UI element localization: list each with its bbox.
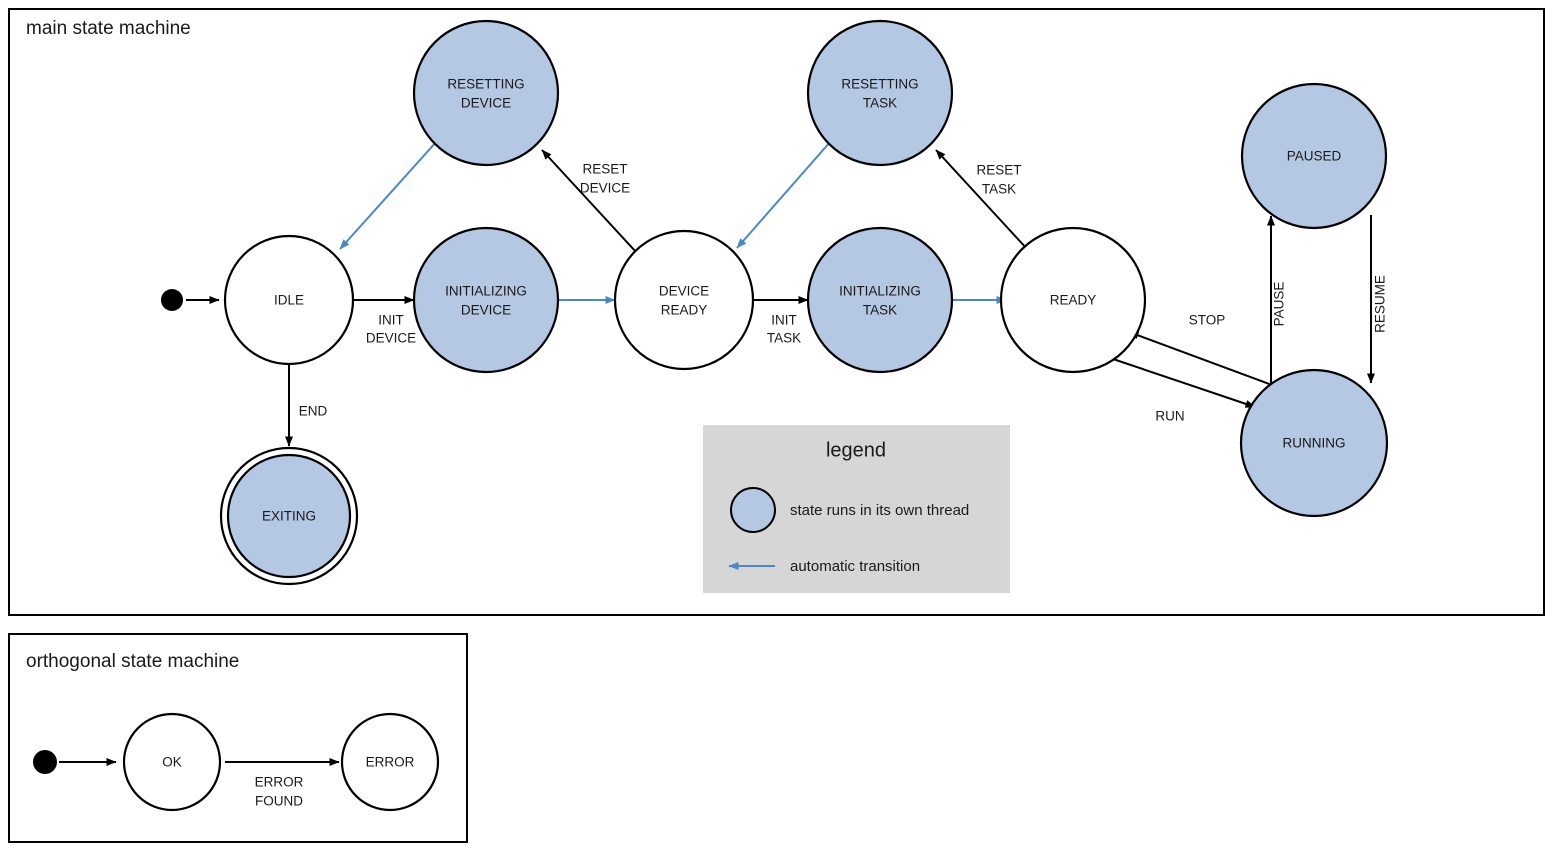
transition-idle-exiting: END: [285, 364, 328, 447]
state-exiting-outer-ring: [219, 446, 359, 586]
state-ready[interactable]: READY: [999, 226, 1147, 374]
transition-running-paused: PAUSE: [1267, 215, 1287, 383]
state-running[interactable]: RUNNING: [1239, 368, 1389, 518]
transition-label-error-found-2: FOUND: [255, 794, 303, 809]
state-device-ready-label-1: DEVICE: [659, 284, 709, 299]
state-resetting-task[interactable]: RESETTING TASK: [806, 19, 954, 167]
state-exiting-circle[interactable]: [226, 453, 352, 579]
state-paused[interactable]: PAUSED: [1240, 82, 1388, 230]
orthogonal-frame-title: orthogonal state machine: [26, 651, 239, 672]
state-resetting-task-circle[interactable]: [806, 19, 954, 167]
transition-idle-initializing-device: INIT DEVICE: [353, 296, 416, 346]
state-resetting-device-label-1: RESETTING: [447, 77, 524, 92]
transition-device-ready-initializing-task: INIT TASK: [753, 296, 809, 346]
transition-run-line: [1112, 358, 1256, 408]
transition-label-reset-task-2: TASK: [982, 182, 1016, 197]
state-running-circle[interactable]: [1239, 368, 1389, 518]
transition-ready-resetting-task: RESET TASK: [935, 149, 1029, 251]
state-ok-circle[interactable]: [122, 712, 222, 812]
transition-resetting-task-device-ready-line: [736, 140, 832, 249]
state-initializing-task-label-1: INITIALIZING: [839, 284, 921, 299]
state-ready-circle[interactable]: [999, 226, 1147, 374]
state-error[interactable]: ERROR: [340, 712, 440, 812]
state-initializing-device-label-1: INITIALIZING: [445, 284, 527, 299]
state-initializing-device-label-2: DEVICE: [461, 303, 511, 318]
transition-label-init-device-1: INIT: [378, 313, 404, 328]
main-states-layer: IDLE INITIALIZING DEVICE RESETTING DEVIC…: [161, 19, 1389, 586]
state-ok-label: OK: [162, 755, 182, 770]
legend-item-auto-transition-label: automatic transition: [790, 558, 920, 575]
state-error-circle[interactable]: [340, 712, 440, 812]
state-resetting-device-label-2: DEVICE: [461, 96, 511, 111]
legend-item-thread-state: state runs in its own thread: [730, 487, 969, 533]
transition-running-ready: STOP: [1128, 313, 1273, 386]
state-running-label: RUNNING: [1283, 436, 1346, 451]
state-initializing-device-circle[interactable]: [412, 226, 560, 374]
state-resetting-task-label-1: RESETTING: [841, 77, 918, 92]
state-device-ready-circle[interactable]: [613, 229, 755, 371]
state-idle-label: IDLE: [274, 293, 304, 308]
orthogonal-states-layer: OK ERROR: [33, 712, 440, 812]
state-initializing-task[interactable]: INITIALIZING TASK: [806, 226, 954, 374]
transition-resetting-device-idle-line: [339, 140, 438, 250]
transition-label-run: RUN: [1155, 409, 1184, 424]
state-device-ready[interactable]: DEVICE READY: [613, 229, 755, 371]
initial-state-dot-main: [161, 289, 183, 311]
legend: legend state runs in its own thread auto…: [703, 425, 1010, 593]
state-ready-label: READY: [1050, 293, 1097, 308]
orthogonal-transitions-layer: ERROR FOUND: [59, 758, 340, 809]
transition-resetting-task-device-ready: [736, 140, 832, 249]
legend-item-thread-state-label: state runs in its own thread: [790, 502, 969, 519]
transition-label-reset-task-1: RESET: [976, 163, 1021, 178]
transition-label-init-device-2: DEVICE: [366, 331, 416, 346]
transition-label-pause: PAUSE: [1272, 282, 1287, 327]
transition-label-init-task-2: TASK: [767, 331, 801, 346]
state-error-label: ERROR: [366, 755, 415, 770]
main-frame-title: main state machine: [26, 18, 191, 39]
legend-item-auto-transition: automatic transition: [728, 558, 920, 575]
transition-label-init-task-1: INIT: [771, 313, 797, 328]
state-device-ready-label-2: READY: [661, 303, 708, 318]
state-initializing-task-label-2: TASK: [863, 303, 897, 318]
transition-resetting-device-idle: [339, 140, 438, 250]
transition-label-resume: RESUME: [1373, 275, 1388, 333]
legend-title: legend: [826, 439, 886, 461]
state-initializing-task-circle[interactable]: [806, 226, 954, 374]
state-exiting[interactable]: EXITING: [219, 446, 359, 586]
state-resetting-device[interactable]: RESETTING DEVICE: [412, 19, 560, 167]
transition-device-ready-resetting-device: RESET DEVICE: [541, 149, 637, 253]
initial-state-dot-orthogonal: [33, 750, 57, 774]
transition-reset-task-line: [935, 149, 1029, 251]
transition-label-reset-device-2: DEVICE: [580, 181, 630, 196]
main-transitions-layer: INIT DEVICE RESET DEVICE INIT TASK: [186, 140, 1388, 447]
transition-label-error-found-1: ERROR: [255, 775, 304, 790]
state-idle-circle[interactable]: [223, 234, 355, 366]
state-initializing-device[interactable]: INITIALIZING DEVICE: [412, 226, 560, 374]
transition-stop-line: [1128, 331, 1273, 386]
state-paused-label: PAUSED: [1287, 149, 1342, 164]
transition-label-stop: STOP: [1189, 313, 1226, 328]
transition-paused-running: RESUME: [1367, 215, 1388, 384]
state-exiting-label: EXITING: [262, 509, 316, 524]
transition-label-end: END: [299, 404, 328, 419]
transition-ok-error: ERROR FOUND: [225, 758, 340, 809]
state-ok[interactable]: OK: [122, 712, 222, 812]
transition-reset-device-line: [541, 149, 637, 253]
transition-label-reset-device-1: RESET: [582, 162, 627, 177]
state-idle[interactable]: IDLE: [223, 234, 355, 366]
state-resetting-task-label-2: TASK: [863, 96, 897, 111]
transition-ready-running: RUN: [1112, 358, 1256, 424]
state-paused-circle[interactable]: [1240, 82, 1388, 230]
state-resetting-device-circle[interactable]: [412, 19, 560, 167]
thread-state-swatch-icon: [730, 487, 776, 533]
